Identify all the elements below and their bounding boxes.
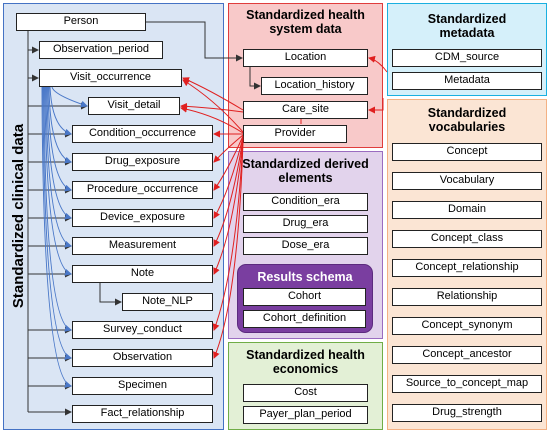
table-provider: Provider [243,125,347,143]
arrow-provider-note [213,138,244,275]
table-drug-era: Drug_era [243,215,368,233]
table-measurement: Measurement [72,237,213,255]
table-vocabulary: Vocabulary [392,172,542,190]
arrow-visit-condition [49,86,72,136]
results-schema-title: Results schema [257,270,353,284]
table-concept-class: Concept_class [392,230,542,248]
metadata-title-line2: metadata [439,26,495,40]
vocabularies-title-line1: Standardized [427,106,507,120]
table-metadata: Metadata [392,72,542,90]
arrow-note-note-nlp [99,283,122,306]
arrow-provider-device [213,136,244,219]
table-cohort: Cohort [243,288,366,306]
health-system-title: Standardized health system data [228,8,383,36]
table-visit-detail: Visit_detail [88,97,180,115]
table-location: Location [243,49,368,67]
table-person: Person [16,13,146,31]
metadata-title-line1: Standardized [427,12,507,26]
derived-title-line1: Standardized derived [242,157,369,171]
arrow-location-history [249,67,261,90]
table-survey-conduct: Survey_conduct [72,321,213,339]
table-condition-occurrence: Condition_occurrence [72,125,213,143]
arrow-caresite-visit-occurrence [182,77,244,111]
visit-connectors [41,86,88,388]
table-drug-exposure: Drug_exposure [72,153,213,171]
person-connectors [27,21,261,416]
vocabularies-title-line2: vocabularies [428,120,506,134]
metadata-title: Standardized metadata [387,12,547,40]
arrow-visit-observation [42,86,72,360]
health-system-title-line2: system data [269,22,342,36]
table-domain: Domain [392,201,542,219]
arrow-to-location [368,55,388,73]
table-note: Note [72,265,213,283]
table-source-to-concept-map: Source_to_concept_map [392,375,542,393]
table-fact-relationship: Fact_relationship [72,405,213,423]
arrow-visit-survey [43,86,72,332]
arrow-person-location [146,21,243,62]
vocabularies-title: Standardized vocabularies [387,106,547,134]
table-note-nlp: Note_NLP [122,293,213,311]
arrow-visit-measurement [45,86,72,248]
arrow-caresite-visit-detail [180,102,244,113]
table-condition-era: Condition_era [243,193,368,211]
arrow-provider-procedure [213,135,244,191]
arrow-visit-procedure [47,86,72,192]
table-specimen: Specimen [72,377,213,395]
arrow-visit-note [44,86,72,276]
health-system-connectors [180,55,388,359]
economics-title-line2: economics [272,362,339,376]
table-relationship: Relationship [392,288,542,306]
arrow-provider-observation [213,140,244,359]
table-concept-ancestor: Concept_ancestor [392,346,542,364]
arrow-provider-visit-detail [180,105,244,134]
derived-elements-title: Standardized derived elements [228,157,383,185]
table-drug-strength: Drug_strength [392,404,542,422]
table-cohort-definition: Cohort_definition [243,310,366,328]
table-observation: Observation [72,349,213,367]
health-system-panel [228,3,383,148]
table-observation-period: Observation_period [39,41,163,59]
table-concept-synonym: Concept_synonym [392,317,542,335]
arrow-visit-device [46,86,72,220]
table-device-exposure: Device_exposure [72,209,213,227]
derived-title-line2: elements [278,171,333,185]
arrow-visit-drug [48,86,72,164]
table-procedure-occurrence: Procedure_occurrence [72,181,213,199]
table-payer-plan-period: Payer_plan_period [243,406,368,424]
arrow-provider-drug [213,134,244,163]
arrow-visit-detail [51,86,88,108]
table-care-site: Care_site [243,101,368,119]
table-cost: Cost [243,384,368,402]
table-visit-occurrence: Visit_occurrence [39,69,182,87]
arrow-visit-specimen [41,86,72,388]
health-system-title-line1: Standardized health [246,8,365,22]
arrow-provider-measurement [213,137,244,247]
table-cdm-source: CDM_source [392,49,542,67]
arrow-caresite-loop [368,98,384,114]
health-economics-title: Standardized health economics [228,348,383,376]
table-concept: Concept [392,143,542,161]
table-dose-era: Dose_era [243,237,368,255]
arrow-provider-visit-occurrence [182,79,244,133]
economics-title-line1: Standardized health [246,348,365,362]
arrow-provider-survey [212,139,244,331]
table-location-history: Location_history [261,77,368,95]
table-concept-relationship: Concept_relationship [392,259,542,277]
